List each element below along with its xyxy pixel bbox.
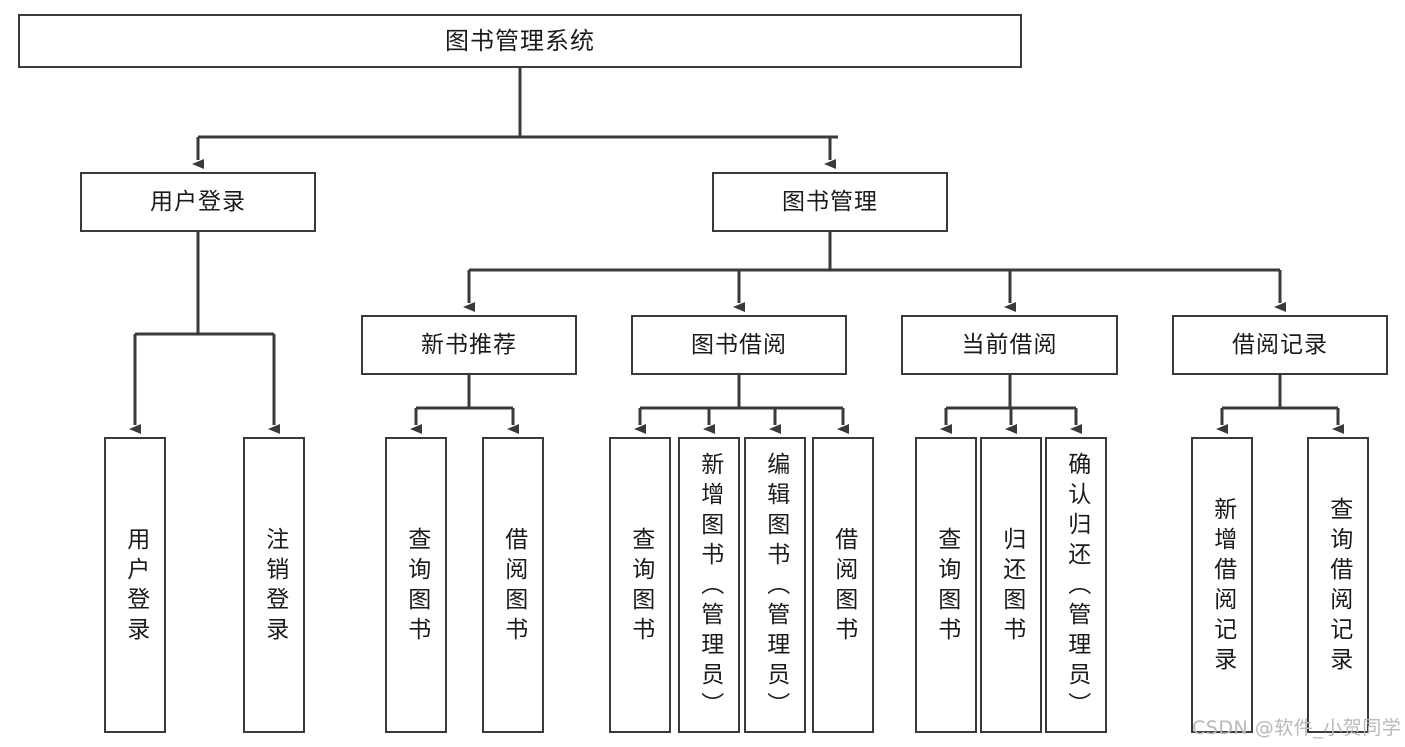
leaf-return-books[interactable]: 归还图书 (980, 437, 1042, 733)
leaf-query-books-borrow[interactable]: 查询图书 (609, 437, 671, 733)
node-label: 查询图书 (627, 527, 654, 647)
node-label: 归还图书 (998, 527, 1025, 647)
node-label: 用户登录 (150, 188, 246, 215)
node-label: 新增图书（管理员） (696, 452, 723, 722)
node-user-login[interactable]: 用户登录 (80, 172, 316, 232)
node-label: 编辑图书（管理员） (762, 452, 789, 722)
node-book-borrow[interactable]: 图书借阅 (631, 315, 847, 375)
node-book-management[interactable]: 图书管理 (712, 172, 948, 232)
node-label: 新书推荐 (421, 331, 517, 358)
node-label: 确认归还（管理员） (1063, 452, 1090, 722)
node-label: 图书管理系统 (445, 27, 595, 55)
node-label: 查询借阅记录 (1325, 497, 1352, 677)
leaf-user-login[interactable]: 用户登录 (104, 437, 166, 733)
node-label: 当前借阅 (961, 331, 1058, 358)
leaf-query-books-current[interactable]: 查询图书 (915, 437, 977, 733)
node-label: 查询图书 (933, 527, 960, 647)
csdn-watermark: CSDN @软件_小贺同学 (1192, 717, 1402, 739)
leaf-edit-book-admin[interactable]: 编辑图书（管理员） (744, 437, 806, 733)
leaf-confirm-return-admin[interactable]: 确认归还（管理员） (1045, 437, 1107, 733)
leaf-query-borrow-record[interactable]: 查询借阅记录 (1307, 437, 1369, 733)
node-label: 借阅图书 (500, 527, 527, 647)
leaf-borrow-books[interactable]: 借阅图书 (812, 437, 874, 733)
leaf-query-books-recommend[interactable]: 查询图书 (385, 437, 447, 733)
leaf-logout[interactable]: 注销登录 (243, 437, 305, 733)
node-label: 借阅记录 (1232, 331, 1328, 358)
node-label: 用户登录 (122, 527, 149, 647)
node-new-book-recommend[interactable]: 新书推荐 (361, 315, 577, 375)
node-label: 图书借阅 (691, 331, 787, 358)
leaf-borrow-books-recommend[interactable]: 借阅图书 (482, 437, 544, 733)
leaf-add-borrow-record[interactable]: 新增借阅记录 (1191, 437, 1253, 733)
node-borrow-records[interactable]: 借阅记录 (1172, 315, 1388, 375)
node-label: 借阅图书 (830, 527, 857, 647)
node-current-borrow[interactable]: 当前借阅 (901, 315, 1118, 375)
leaf-add-book-admin[interactable]: 新增图书（管理员） (678, 437, 740, 733)
node-label: 注销登录 (261, 527, 288, 647)
node-root-system[interactable]: 图书管理系统 (18, 14, 1022, 68)
node-label: 新增借阅记录 (1209, 497, 1236, 677)
node-label: 查询图书 (403, 527, 430, 647)
node-label: 图书管理 (782, 188, 878, 215)
